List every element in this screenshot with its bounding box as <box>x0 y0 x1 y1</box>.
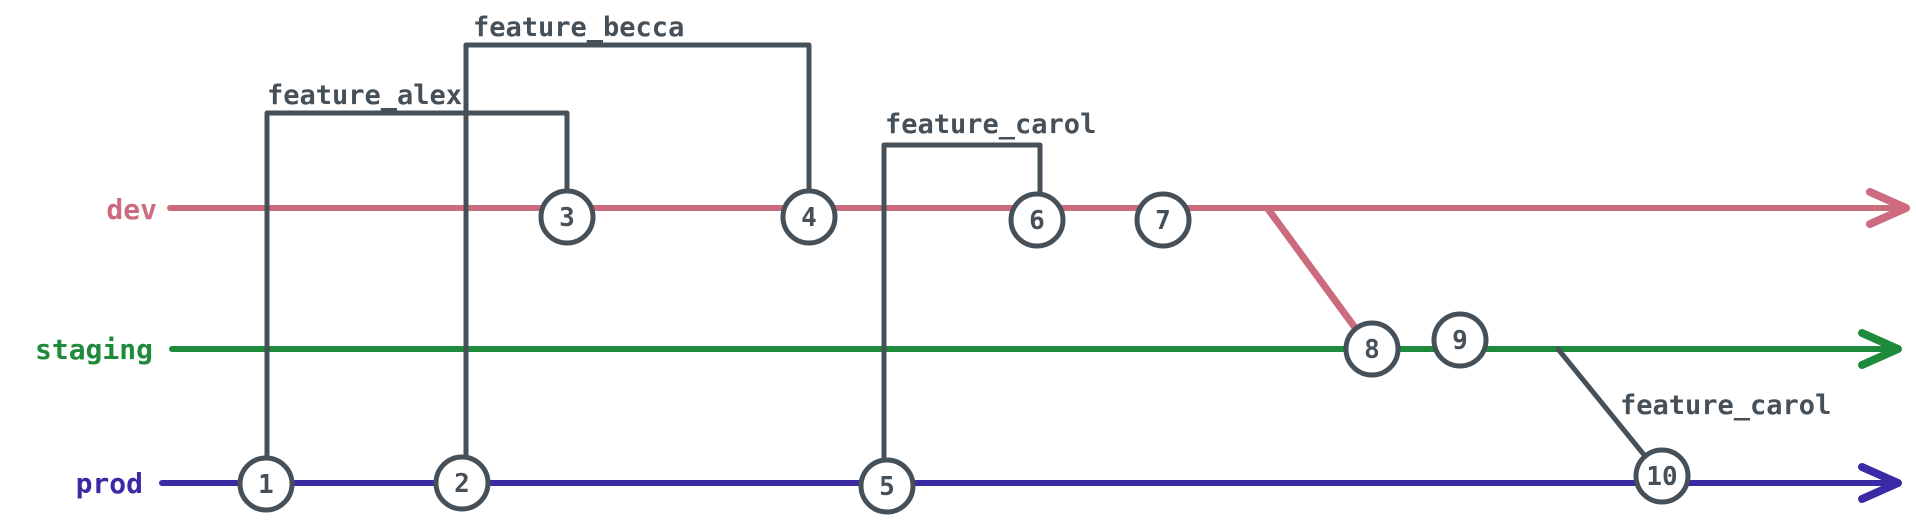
commit-node-4 <box>780 188 838 246</box>
commit-number-1: 1 <box>258 470 274 500</box>
commit-node-8 <box>1343 320 1401 378</box>
feature-branch-label-feature_becca: feature_becca <box>473 12 684 43</box>
commit-number-5: 5 <box>879 472 895 502</box>
branch-label-prod: prod <box>76 467 143 500</box>
branch-label-dev: dev <box>106 193 157 226</box>
commit-node-9 <box>1431 311 1489 369</box>
commit-node-10 <box>1633 447 1691 505</box>
commit-node-2 <box>433 454 491 512</box>
branch-arrowhead-prod <box>1858 463 1902 503</box>
commit-number-7: 7 <box>1155 206 1171 236</box>
commit-node-6 <box>1008 191 1066 249</box>
feature-branch-line-feature_alex <box>264 110 570 461</box>
feature-branch-line-feature_carol <box>881 142 1043 463</box>
merge-staging-to-prod-label: feature_carol <box>1620 390 1831 421</box>
branch-arrowhead-staging <box>1858 329 1902 369</box>
merge-staging-to-prod <box>1555 346 1648 459</box>
commit-node-5 <box>858 457 916 515</box>
feature-branch-label-feature_carol: feature_carol <box>885 109 1096 140</box>
branch-label-staging: staging <box>35 333 153 366</box>
feature-branch-label-feature_alex: feature_alex <box>267 80 462 111</box>
commit-number-2: 2 <box>454 469 470 499</box>
commit-number-4: 4 <box>801 203 817 233</box>
commit-node-1 <box>237 455 295 513</box>
commit-node-3 <box>538 188 596 246</box>
commit-number-6: 6 <box>1029 206 1045 236</box>
commit-number-9: 9 <box>1452 326 1468 356</box>
commit-number-8: 8 <box>1364 335 1380 365</box>
commit-number-3: 3 <box>559 203 575 233</box>
commit-number-10: 10 <box>1646 462 1677 492</box>
merge-dev-to-staging <box>1264 205 1360 333</box>
feature-branch-line-feature_becca <box>463 42 812 460</box>
branch-arrowhead-dev <box>1866 188 1910 228</box>
commit-node-7 <box>1134 191 1192 249</box>
